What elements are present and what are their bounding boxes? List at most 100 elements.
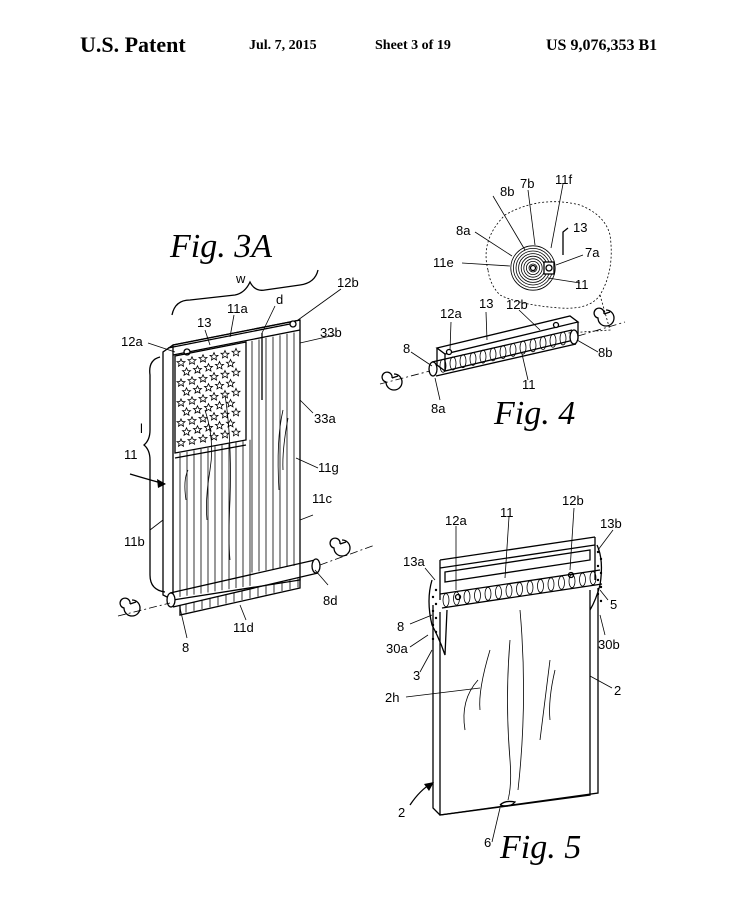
rod-segment xyxy=(499,345,507,360)
coil-ring xyxy=(520,255,546,281)
grommet-12b xyxy=(289,320,297,328)
label4-11: 11 xyxy=(522,377,536,392)
star-icon xyxy=(226,379,235,388)
bracket-left xyxy=(428,579,448,656)
label5-2-bottom: 2 xyxy=(398,805,405,820)
leader4-11 xyxy=(521,353,529,381)
star-icon xyxy=(204,403,213,412)
leader5-30b xyxy=(599,614,606,636)
star-icon xyxy=(193,365,202,374)
leader-d xyxy=(261,305,276,334)
wrinkle-e xyxy=(282,417,289,471)
spring4-right-icon xyxy=(593,307,615,327)
star-icon xyxy=(231,428,241,437)
rod-segment xyxy=(589,571,597,585)
fig5-rod-segments xyxy=(442,571,597,607)
leader4-11f xyxy=(550,183,564,249)
rod-segment xyxy=(453,591,460,606)
f5-wrinkle-b xyxy=(517,609,524,791)
figure-4: 8b 7b 11f 13 8a 7a 11e 11 12a 13 12b 8 8… xyxy=(379,172,626,432)
star-icon xyxy=(198,354,208,363)
rod-segment xyxy=(549,333,557,348)
spring-right-icon xyxy=(329,537,351,557)
label-13: 13 xyxy=(197,315,211,330)
leader5-30a xyxy=(409,634,429,648)
star-icon xyxy=(209,392,219,401)
star-icon xyxy=(231,348,241,357)
rod-segment xyxy=(579,572,586,587)
label4-8a-top: 8a xyxy=(456,223,471,238)
label5-2h: 2h xyxy=(385,690,399,705)
detail-bubble xyxy=(485,201,612,309)
rod4-end-left xyxy=(428,361,438,377)
leader4-12b xyxy=(518,309,541,331)
wrinkle-d xyxy=(277,409,284,491)
label4-11-top: 11 xyxy=(575,277,589,292)
label-8: 8 xyxy=(182,640,189,655)
leader5-11 xyxy=(504,516,510,579)
star-icon xyxy=(204,423,213,432)
star-icon xyxy=(198,434,208,443)
label5-12a: 12a xyxy=(445,513,467,528)
rod-segment xyxy=(539,336,547,350)
rod-segment xyxy=(439,358,447,373)
leader5-13a xyxy=(424,567,436,581)
f5-wrinkle-a xyxy=(507,639,512,801)
label-12a: 12a xyxy=(121,334,143,349)
flag-panel xyxy=(172,319,301,601)
f5-wrinkle-e xyxy=(539,659,551,741)
label4-11e: 11e xyxy=(433,255,454,270)
label4-8a: 8a xyxy=(431,401,446,416)
label5-12b: 12b xyxy=(562,493,584,508)
leader4-8a-bottom xyxy=(434,377,441,401)
label-11b: 11b xyxy=(124,534,145,549)
rod-segment xyxy=(469,352,477,366)
rod-end-left xyxy=(166,592,176,608)
star-icon xyxy=(198,374,208,383)
rod-segment xyxy=(529,338,537,353)
rod-segment xyxy=(537,579,544,593)
label-11c: 11c xyxy=(312,491,332,506)
roller-rod xyxy=(169,559,319,608)
star-icon xyxy=(182,387,191,396)
leader5-2 xyxy=(589,675,613,689)
star-icon xyxy=(209,372,219,381)
star-icon xyxy=(176,398,186,407)
coil-ring xyxy=(510,245,556,291)
leader5-5 xyxy=(599,589,609,601)
coil-ring xyxy=(526,260,541,275)
label4-8b-right: 8b xyxy=(598,345,612,360)
leader-33a xyxy=(299,399,314,414)
page-header: U.S. Patent Jul. 7, 2015 Sheet 3 of 19 U… xyxy=(0,30,750,62)
fig3a-title: Fig. 3A xyxy=(169,228,272,265)
label5-3: 3 xyxy=(413,668,420,683)
arrow-11-head xyxy=(157,479,166,488)
label4-8b: 8b xyxy=(500,184,514,199)
star-icon xyxy=(176,378,186,387)
star-icon xyxy=(231,408,241,417)
bracket-dot xyxy=(434,602,438,606)
label4-13-rod: 13 xyxy=(479,296,493,311)
canton xyxy=(174,341,247,454)
rod-segment xyxy=(558,575,565,590)
label-11: 11 xyxy=(124,447,138,462)
stripes-upper-right xyxy=(251,332,295,573)
grommet4-12a xyxy=(445,348,453,356)
rod-segment xyxy=(442,593,450,607)
leader5-12b xyxy=(569,507,575,571)
rod-segment xyxy=(505,583,513,598)
rod-segment xyxy=(479,349,487,364)
bracket-dot xyxy=(599,599,603,603)
leader-11c xyxy=(299,514,314,521)
label4-7a: 7a xyxy=(585,245,600,260)
leader5-3 xyxy=(419,649,433,673)
leader4-8b xyxy=(492,195,526,251)
label-33b: 33b xyxy=(320,325,342,340)
top-hem xyxy=(167,322,296,349)
label5-8: 8 xyxy=(397,619,404,634)
patent-number: US 9,076,353 B1 xyxy=(546,37,658,54)
leader-12b xyxy=(297,288,342,321)
bracket-dot xyxy=(434,630,438,634)
label5-30a: 30a xyxy=(386,641,408,656)
